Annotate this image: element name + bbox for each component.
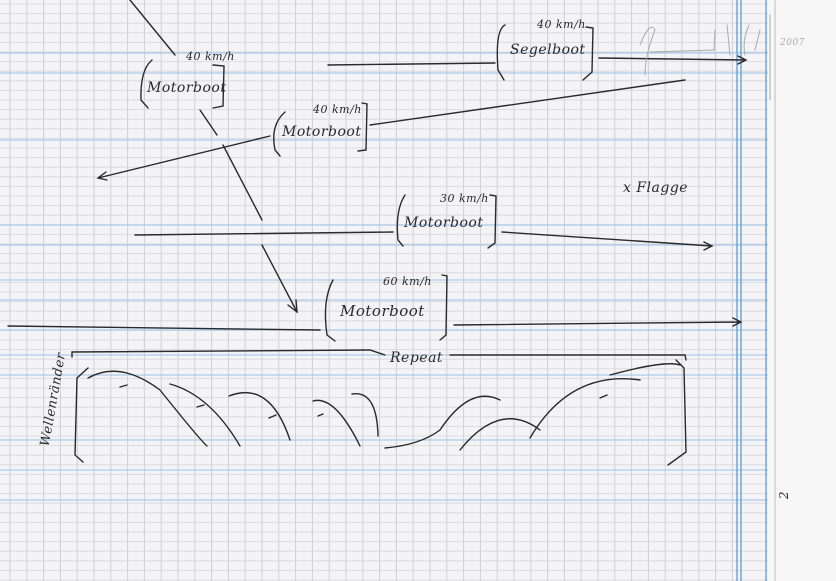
arrow (327, 55, 748, 66)
wave-tick (119, 384, 608, 419)
faint-scribble (639, 14, 771, 101)
arrow (96, 79, 686, 181)
bracket (324, 279, 336, 342)
bracket (273, 111, 286, 157)
grid-lines (0, 0, 768, 581)
boat-1-speed: 40 km/h (186, 50, 235, 63)
waves-bracket (74, 359, 687, 466)
path-line (129, 0, 176, 56)
boat-3-label: Motorboot (282, 124, 362, 140)
repeat-bracket (71, 349, 687, 361)
wave (459, 378, 641, 451)
bracket (439, 274, 448, 341)
bracket (212, 64, 225, 109)
boat-5-speed: 60 km/h (383, 275, 432, 288)
margin-note: 2007 (780, 38, 805, 48)
boat-4-label: Motorboot (404, 215, 484, 231)
wave (228, 391, 291, 441)
margin-lines (736, 0, 767, 581)
wave (609, 363, 681, 376)
repeat-label: Repeat (390, 350, 444, 366)
path-line (222, 144, 263, 221)
boat-1-label: Motorboot (147, 80, 227, 96)
bracket (396, 194, 406, 247)
bracket (582, 26, 594, 81)
bracket (357, 102, 368, 152)
boat-4-speed: 30 km/h (440, 192, 489, 205)
ink-strokes (7, 0, 771, 466)
wave (87, 370, 208, 447)
path-line (199, 109, 218, 136)
boat-2-speed: 40 km/h (537, 18, 586, 31)
boat-3-speed: 40 km/h (313, 103, 362, 116)
arrow (134, 231, 714, 251)
wave (384, 395, 501, 449)
boat-5-label: Motorboot (340, 302, 425, 320)
bracket (487, 194, 497, 249)
page-number: 2 (777, 490, 792, 500)
wave (312, 393, 379, 447)
bracket (496, 24, 506, 81)
bracket (140, 59, 153, 109)
wave (169, 383, 241, 447)
arrow (7, 317, 743, 331)
boat-2-label: Segelboot (510, 42, 586, 58)
flag-label: x Flagge (623, 180, 689, 196)
arrow (261, 244, 298, 314)
